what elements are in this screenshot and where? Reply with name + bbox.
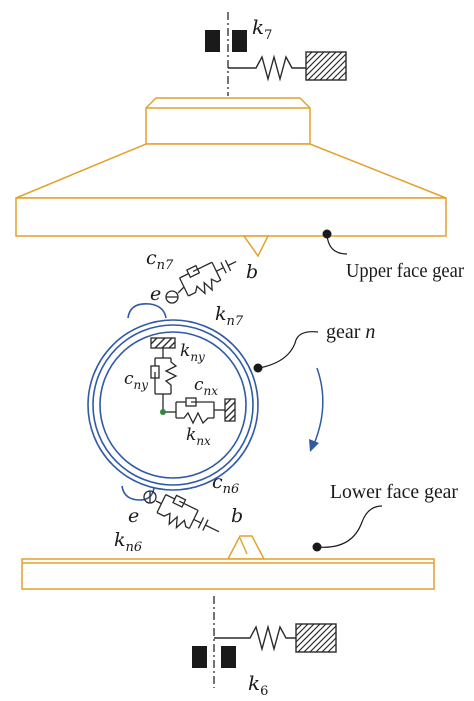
label-cn6: cn6 <box>212 471 239 497</box>
label-knx: knx <box>186 425 211 448</box>
pinion-outer-ring <box>87 319 259 491</box>
upper-face-gear <box>15 97 447 258</box>
leader-lower-face-gear <box>316 505 383 548</box>
lower-gear-tooth <box>226 535 266 560</box>
marker-gear-n <box>253 363 263 373</box>
label-b-upper: b <box>246 261 258 283</box>
pinion-tooth-bottom <box>121 485 155 501</box>
clearance-b-lower-b <box>202 519 209 531</box>
pinion-tooth-top <box>127 302 167 319</box>
lower-mesh-coupling <box>143 490 220 533</box>
top-bearing-left <box>205 30 220 52</box>
pinion-gear-n <box>87 302 259 501</box>
upper-gear-cone <box>15 143 447 199</box>
label-kn6: kn6 <box>114 529 142 555</box>
spring-kn7 <box>188 278 222 297</box>
label-cn7: cn7 <box>146 247 174 273</box>
label-kn7: kn7 <box>215 303 244 329</box>
label-k6: k6 <box>248 671 268 699</box>
label-e-lower: e <box>128 505 139 527</box>
pinion-center <box>160 409 166 415</box>
spring-kn6 <box>156 512 190 530</box>
label-cny: cny <box>124 369 148 392</box>
ground-top <box>305 51 347 81</box>
upper-gear-rim <box>15 197 447 237</box>
label-upper-face-gear: Upper face gear <box>346 260 464 282</box>
top-bearing-right <box>232 30 247 52</box>
ground-bottom <box>295 623 337 653</box>
label-cnx: cnx <box>194 375 218 398</box>
bottom-support <box>192 596 337 688</box>
ground-kny <box>150 337 176 349</box>
spring-kny <box>164 358 178 394</box>
label-lower-face-gear: Lower face gear <box>330 481 458 503</box>
rotation-arrow <box>309 367 324 452</box>
label-kny: kny <box>180 341 205 364</box>
label-gear-n: gear n <box>326 321 375 343</box>
marker-upper-face-gear <box>322 229 332 239</box>
upper-gear-hub <box>145 97 311 145</box>
bottom-bearing-left <box>192 646 207 668</box>
damper-cnx <box>176 397 214 407</box>
lower-face-gear <box>21 535 435 590</box>
marker-lower-face-gear <box>312 542 322 552</box>
pinion-inner-ring <box>99 331 247 479</box>
label-k7: k7 <box>252 15 272 43</box>
leader-gear-n <box>258 331 319 369</box>
top-support <box>205 12 347 96</box>
pinion-supports <box>150 337 236 425</box>
damper-cny <box>150 365 160 394</box>
label-e-upper: e <box>150 283 161 305</box>
bottom-bearing-right <box>221 646 236 668</box>
spring-k6 <box>214 624 296 652</box>
lower-gear-rim <box>21 558 435 590</box>
upper-gear-tooth <box>242 235 270 258</box>
label-b-lower: b <box>231 505 243 527</box>
pinion-middle-ring <box>92 324 254 486</box>
clearance-b-lower-a <box>197 517 205 529</box>
ground-knx <box>224 398 236 422</box>
spring-knx <box>176 411 214 425</box>
clearance-b-upper-a <box>220 262 227 274</box>
upper-mesh-coupling <box>165 259 237 304</box>
spring-k7 <box>228 54 306 82</box>
